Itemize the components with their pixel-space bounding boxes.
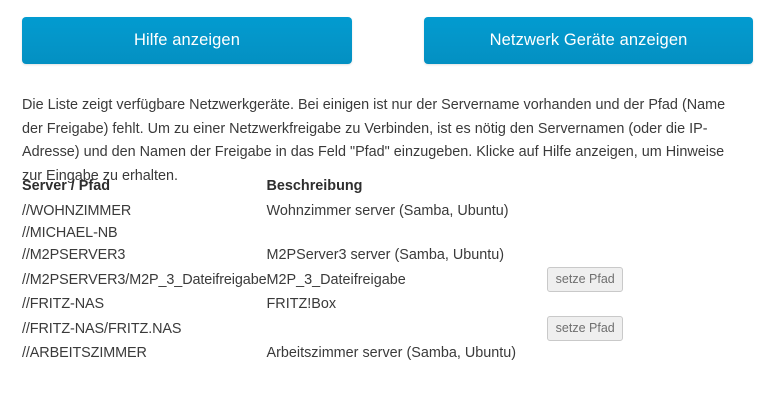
cell-server-path: //M2PSERVER3/M2P_3_Dateifreigabe [22, 271, 267, 288]
set-path-button[interactable]: setze Pfad [547, 316, 624, 341]
table-header-row: Server / Pfad Beschreibung [22, 178, 746, 200]
cell-action: setze Pfad [524, 266, 746, 293]
cell-action [524, 342, 746, 364]
show-network-devices-button[interactable]: Netzwerk Geräte anzeigen [424, 17, 753, 64]
cell-server-path: //ARBEITSZIMMER [22, 345, 147, 361]
table-row: //M2PSERVER3 M2PServer3 server (Samba, Ub… [22, 244, 746, 266]
cell-description: Arbeitszimmer server (Samba, Ubuntu) [266, 345, 517, 361]
cell-description: M2PServer3 server (Samba, Ubuntu) [266, 247, 505, 263]
cell-action [524, 200, 746, 222]
table-row: //WOHNZIMMER Wohnzimmer server (Samba, Ub… [22, 200, 746, 222]
column-header-path: Server / Pfad [22, 178, 110, 194]
network-devices-table: Server / Pfad Beschreibung //WOHNZIMMER W… [22, 178, 746, 364]
cell-description: M2P_3_Dateifreigabe [266, 271, 406, 288]
table-row: //FRITZ-NAS/FRITZ.NAS setze Pfad [22, 315, 746, 342]
table-head: Server / Pfad Beschreibung [22, 178, 746, 200]
cell-server-path: //FRITZ-NAS [22, 296, 105, 312]
top-button-bar: Hilfe anzeigen Netzwerk Geräte anzeigen [0, 0, 765, 72]
cell-server-path: //FRITZ-NAS/FRITZ.NAS [22, 320, 182, 337]
cell-description: FRITZ!Box [266, 296, 337, 312]
table-body: //WOHNZIMMER Wohnzimmer server (Samba, Ub… [22, 200, 746, 364]
table-row: //ARBEITSZIMMER Arbeitszimmer server (Sam… [22, 342, 746, 364]
show-help-button[interactable]: Hilfe anzeigen [22, 17, 352, 64]
cell-action [524, 293, 746, 315]
table-row: //MICHAEL-NB [22, 222, 746, 244]
cell-action: setze Pfad [524, 315, 746, 342]
cell-description: Wohnzimmer server (Samba, Ubuntu) [266, 203, 509, 219]
table-row: //FRITZ-NAS FRITZ!Box [22, 293, 746, 315]
column-header-action [524, 178, 746, 200]
cell-server-path: //M2PSERVER3 [22, 247, 126, 263]
cell-action [524, 244, 746, 266]
set-path-button[interactable]: setze Pfad [547, 267, 624, 292]
cell-server-path: //WOHNZIMMER [22, 203, 132, 219]
cell-server-path: //MICHAEL-NB [22, 225, 118, 241]
cell-action [524, 222, 746, 244]
column-header-description: Beschreibung [266, 178, 363, 194]
cell-description [267, 222, 525, 244]
intro-paragraph: Die Liste zeigt verfügbare Netzwerkgerät… [22, 97, 726, 184]
cell-description [267, 315, 525, 342]
